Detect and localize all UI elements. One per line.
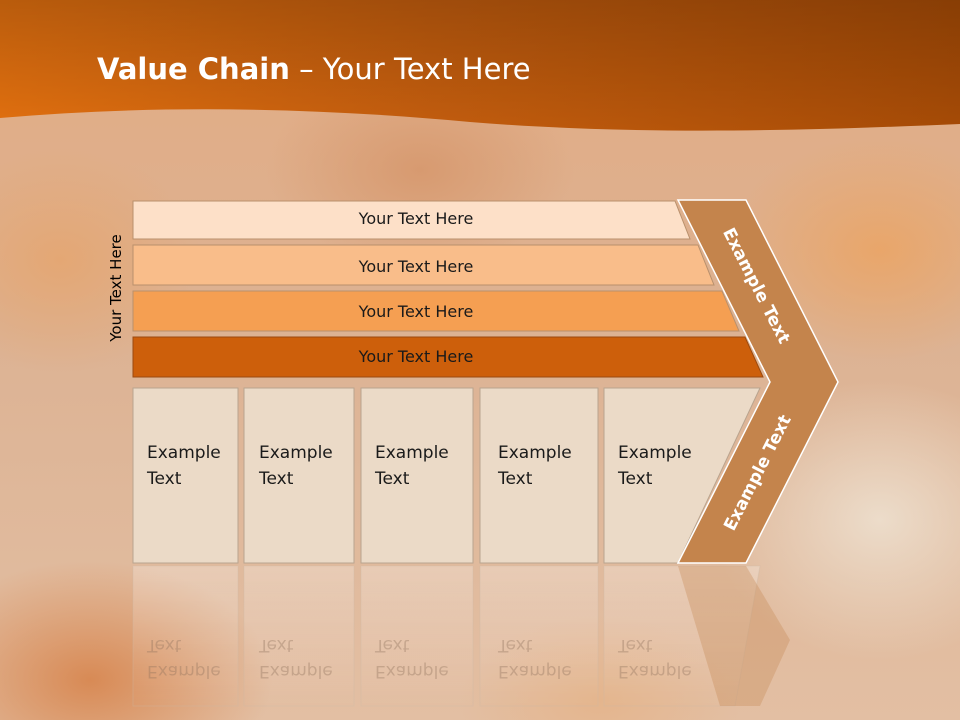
slide-title: Value Chain – Your Text Here bbox=[97, 52, 531, 86]
activity-box-4[interactable] bbox=[479, 387, 599, 564]
activity-box-4-label: Example Text bbox=[498, 443, 572, 489]
title-bold: Value Chain bbox=[97, 52, 290, 86]
activity-box-2[interactable] bbox=[243, 387, 355, 564]
band-4[interactable] bbox=[132, 336, 764, 378]
reflection-label-1: Example Text bbox=[147, 635, 221, 681]
side-label: Your Text Here bbox=[107, 234, 125, 342]
band-2-label: Your Text Here bbox=[358, 257, 474, 276]
title-rest: – Your Text Here bbox=[289, 52, 531, 86]
band-4-label: Your Text Here bbox=[358, 347, 474, 366]
band-1[interactable] bbox=[132, 200, 691, 240]
reflection bbox=[132, 565, 790, 707]
activity-box-2-label: Example Text bbox=[259, 443, 333, 489]
band-2[interactable] bbox=[132, 244, 715, 286]
reflection-label-2: Example Text bbox=[259, 635, 333, 681]
band-3-label: Your Text Here bbox=[358, 302, 474, 321]
header-band bbox=[0, 0, 960, 131]
margin-chevron[interactable] bbox=[676, 199, 839, 564]
activity-box-1[interactable] bbox=[132, 387, 239, 564]
band-3[interactable] bbox=[132, 290, 740, 332]
reflection-label-5: Example Text bbox=[618, 635, 692, 681]
activity-box-3-label: Example Text bbox=[375, 443, 449, 489]
reflection-label-3: Example Text bbox=[375, 635, 449, 681]
band-1-label: Your Text Here bbox=[358, 209, 474, 228]
activity-box-3[interactable] bbox=[360, 387, 474, 564]
activity-box-5-label: Example Text bbox=[618, 443, 692, 489]
activity-box-1-label: Example Text bbox=[147, 443, 221, 489]
reflection-label-4: Example Text bbox=[498, 635, 572, 681]
